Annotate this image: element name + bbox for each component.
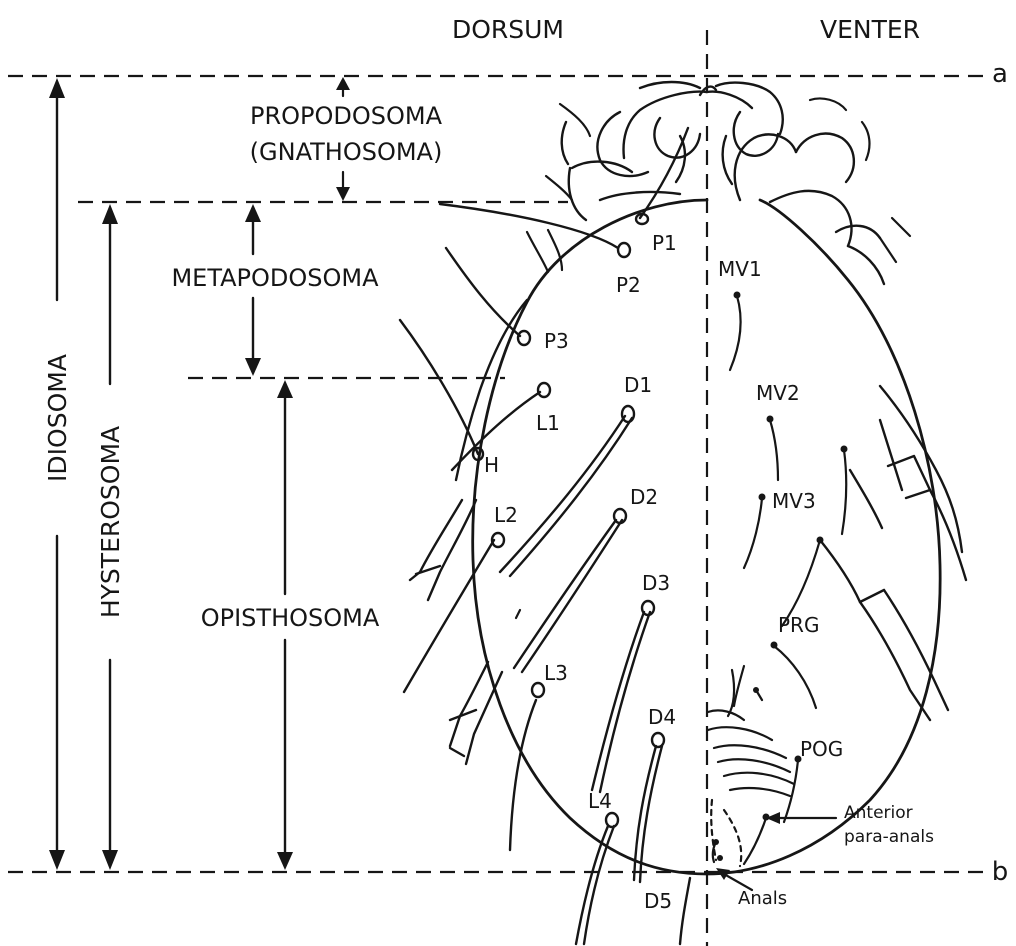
seta-label-mv2: MV2 <box>756 381 800 405</box>
seta-label-d4: D4 <box>648 705 676 729</box>
heading-dorsum: DORSUM <box>452 15 564 44</box>
label-propodosoma: PROPODOSOMA <box>250 102 443 130</box>
seta-label-prg: PRG <box>778 613 819 637</box>
genital-folds <box>708 670 794 866</box>
seta-label-d2: D2 <box>630 485 658 509</box>
seta-label-pog: POG <box>800 737 843 761</box>
label-para-anals: para-anals <box>844 827 934 847</box>
seta-label-l2: L2 <box>494 503 518 527</box>
seta-label-p2: P2 <box>616 273 641 297</box>
label-hysterosoma: HYSTEROSOMA <box>96 426 125 618</box>
seta-label-mv3: MV3 <box>772 489 816 513</box>
seta-label-l3: L3 <box>544 661 568 685</box>
label-a: a <box>992 59 1008 89</box>
seta-label-d3: D3 <box>642 571 670 595</box>
seta-label-h: H <box>484 453 499 477</box>
ventral-legs <box>820 386 966 720</box>
label-idiosoma: IDIOSOMA <box>43 354 72 482</box>
seta-label-l4: L4 <box>588 789 612 813</box>
dorsal-setae <box>400 128 690 944</box>
idiosoma-dimension: IDIOSOMA <box>43 78 72 870</box>
label-opisthosoma: OPISTHOSOMA <box>201 604 380 632</box>
label-b: b <box>992 857 1009 887</box>
label-metapodosoma: METAPODOSOMA <box>171 264 379 292</box>
label-anals: Anals <box>738 888 787 909</box>
seta-label-d5: D5 <box>644 889 672 913</box>
label-gnathosoma: (GNATHOSOMA) <box>250 138 443 166</box>
seta-label-p3: P3 <box>544 329 569 353</box>
gnathosoma-segments <box>546 82 783 220</box>
hysterosoma-dimension: HYSTEROSOMA <box>96 204 125 870</box>
label-anterior: Anterior <box>844 803 913 823</box>
seta-label-mv1: MV1 <box>718 257 762 281</box>
heading-venter: VENTER <box>820 15 920 44</box>
seta-label-d1: D1 <box>624 373 652 397</box>
pointer-arrows <box>716 812 836 890</box>
seta-label-l1: L1 <box>536 411 560 435</box>
seta-label-p1: P1 <box>652 231 677 255</box>
